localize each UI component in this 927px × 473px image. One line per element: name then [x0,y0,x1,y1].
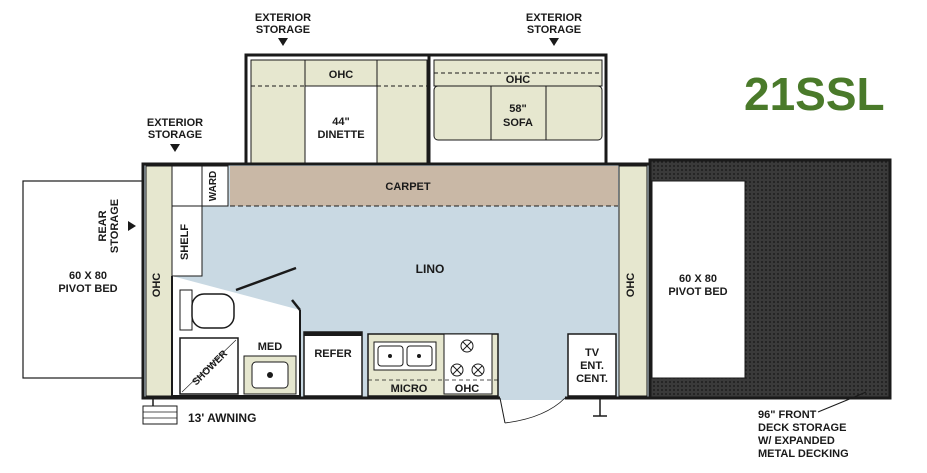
svg-text:CENT.: CENT. [576,373,608,385]
carpet-label: CARPET [385,181,431,193]
front-ohc: OHC [618,165,648,397]
svg-text:13' AWNING: 13' AWNING [188,411,256,425]
svg-text:PIVOT BED: PIVOT BED [668,286,727,298]
refrigerator: REFER [303,331,363,397]
svg-text:SHELF: SHELF [179,224,191,260]
rear-pivot-bed: 60 X 80 PIVOT BED [22,180,144,379]
front-deck-storage: 60 X 80 PIVOT BED [648,158,892,400]
model-title: 21SSL [744,68,885,120]
kitchen-counter: MICRO OHC [367,333,499,397]
svg-text:OHC: OHC [455,383,480,395]
svg-text:MICRO: MICRO [391,383,428,395]
shelf: SHELF [171,205,203,277]
arrow-down-icon [170,144,180,152]
exterior-storage-right-label: EXTERIOR STORAGE [526,12,582,46]
svg-text:REAR: REAR [97,210,109,241]
svg-text:ENT.: ENT. [580,360,604,372]
svg-text:DINETTE: DINETTE [317,129,364,141]
bathroom: SHOWER MED [171,266,301,397]
svg-text:EXTERIOR: EXTERIOR [255,12,311,24]
svg-text:OHC: OHC [329,69,354,81]
svg-text:MED: MED [258,341,283,353]
exterior-storage-mid-label: EXTERIOR STORAGE [255,12,311,46]
svg-text:60 X 80: 60 X 80 [69,270,107,282]
svg-text:PIVOT BED: PIVOT BED [58,283,117,295]
svg-text:REFER: REFER [314,348,351,360]
burner-icon [450,339,485,377]
svg-text:STORAGE: STORAGE [256,24,310,36]
drain-icon [267,372,273,378]
arrow-down-icon [549,38,559,46]
svg-text:EXTERIOR: EXTERIOR [147,117,203,129]
svg-text:OHC: OHC [506,74,531,86]
svg-text:W/ EXPANDED: W/ EXPANDED [758,435,835,447]
arrow-right-icon [128,221,136,231]
svg-text:OHC: OHC [625,273,637,298]
svg-text:EXTERIOR: EXTERIOR [526,12,582,24]
awning: 13' AWNING [142,405,256,425]
arrow-down-icon [278,38,288,46]
svg-text:STORAGE: STORAGE [148,129,202,141]
tv-entertainment-center: TV ENT. CENT. [567,333,617,397]
svg-text:SOFA: SOFA [503,117,533,129]
exterior-storage-left-label: EXTERIOR STORAGE [147,117,203,152]
entry-door [499,396,566,424]
svg-text:DECK STORAGE: DECK STORAGE [758,422,846,434]
svg-text:METAL DECKING: METAL DECKING [758,448,849,460]
lino-label: LINO [416,262,445,276]
svg-text:58": 58" [509,103,526,115]
rear-storage-label: REAR STORAGE [97,199,121,253]
svg-text:WARD: WARD [208,171,219,202]
svg-text:96" FRONT: 96" FRONT [758,409,817,421]
wardrobe: WARD [171,165,229,207]
svg-text:OHC: OHC [151,273,163,298]
dinette-slideout: OHC 44" DINETTE [244,53,431,167]
rear-ohc: OHC [145,165,173,397]
svg-text:44": 44" [332,116,349,128]
sofa-slideout: OHC 58" SOFA [427,53,608,167]
svg-text:60 X 80: 60 X 80 [679,273,717,285]
deck-storage-label: 96" FRONT DECK STORAGE W/ EXPANDED METAL… [758,391,867,460]
svg-text:STORAGE: STORAGE [527,24,581,36]
svg-text:TV: TV [585,347,600,359]
svg-text:STORAGE: STORAGE [109,199,121,253]
